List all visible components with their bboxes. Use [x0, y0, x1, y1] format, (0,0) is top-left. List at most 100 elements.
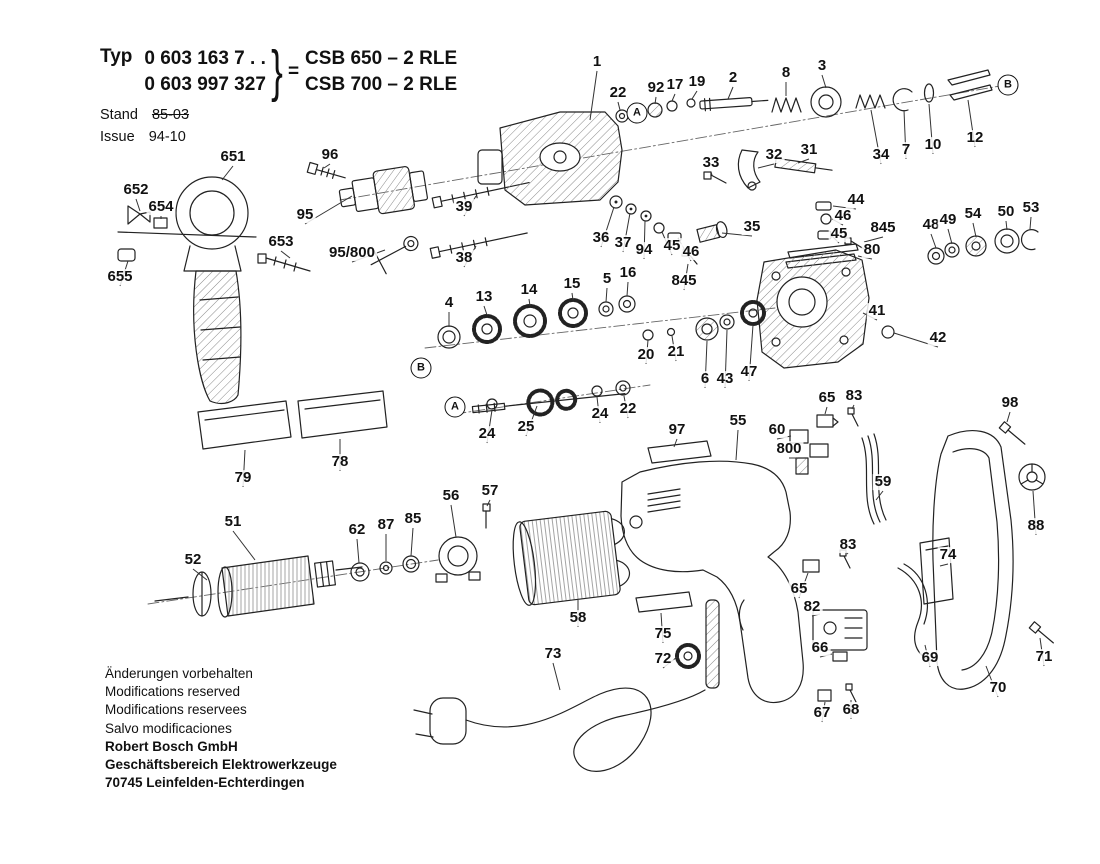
gear-housing-art: [756, 249, 895, 369]
part-label-16: 16: [617, 264, 639, 282]
part-label-70: 70: [987, 679, 1009, 697]
part-label-75: 75: [652, 625, 674, 643]
part-label-654: 654: [146, 198, 176, 216]
part-label-94: 94: [633, 241, 655, 259]
part-label-54: 54: [962, 205, 984, 223]
part-label-24: 24: [589, 405, 611, 423]
ref-marker-A: A: [626, 102, 648, 124]
selector-knob-art: [696, 221, 728, 243]
stand-row: Stand 85-03: [100, 107, 457, 123]
gear-train-art: [437, 295, 766, 349]
spindle-parts-art: [615, 69, 993, 123]
part-label-65: 65: [816, 389, 838, 407]
part-label-42: 42: [927, 329, 949, 347]
part-label-57: 57: [479, 482, 501, 500]
part-label-651: 651: [218, 148, 248, 166]
ref-marker-A: A: [444, 396, 466, 418]
part-label-44: 44: [845, 191, 867, 209]
part-label-82: 82: [801, 598, 823, 616]
part-label-97: 97: [666, 421, 688, 439]
model-names: CSB 650 – 2 RLE CSB 700 – 2 RLE: [305, 46, 457, 97]
footer-note-en: Modifications reserved: [105, 684, 241, 700]
part-label-68: 68: [840, 701, 862, 719]
part-label-10: 10: [922, 136, 944, 154]
part-label-33: 33: [700, 154, 722, 172]
housing-cover-art: [919, 421, 1054, 690]
company-city: 70745 Leinfelden-Echterdingen: [105, 775, 305, 791]
part-label-95: 95: [294, 206, 316, 224]
part-label-88: 88: [1025, 517, 1047, 535]
part-label-83: 83: [843, 387, 865, 405]
part-label-845: 845: [868, 219, 898, 237]
part-label-87: 87: [375, 516, 397, 534]
part-label-12: 12: [964, 129, 986, 147]
part-label-22: 22: [607, 84, 629, 102]
part-label-72: 72: [652, 650, 674, 668]
part-label-1: 1: [590, 53, 604, 71]
issue-row: Issue 94-10: [100, 129, 457, 145]
part-label-71: 71: [1033, 648, 1055, 666]
part-label-49: 49: [937, 211, 959, 229]
footer-block: Änderungen vorbehalten Modifications res…: [105, 666, 337, 793]
issue-label: Issue: [100, 129, 135, 146]
model-name-1: CSB 650 – 2 RLE: [305, 48, 458, 69]
part-label-65: 65: [788, 580, 810, 598]
part-label-58: 58: [567, 609, 589, 627]
stator-art: [512, 510, 631, 606]
part-label-17: 17: [664, 76, 686, 94]
electronics-art: [789, 407, 932, 703]
brace-glyph: }: [271, 39, 283, 103]
part-label-96: 96: [319, 146, 341, 164]
type-code-2: 0 603 997 327: [144, 73, 266, 95]
screw-96-art: [306, 161, 346, 179]
type-code-1: 0 603 163 7 . .: [144, 48, 266, 69]
power-cord-art: [413, 687, 706, 772]
ref-marker-B: B: [997, 74, 1019, 96]
part-label-13: 13: [473, 288, 495, 306]
part-label-38: 38: [453, 249, 475, 267]
part-label-652: 652: [121, 181, 151, 199]
part-label-7: 7: [899, 141, 913, 159]
part-label-5: 5: [600, 270, 614, 288]
part-label-56: 56: [440, 487, 462, 505]
plate-75-art: [635, 591, 693, 613]
part-label-653: 653: [266, 233, 296, 251]
part-label-78: 78: [329, 453, 351, 471]
spindle-axis-line: [339, 85, 1001, 201]
part-label-69: 69: [919, 649, 941, 667]
part-label-19: 19: [686, 73, 708, 91]
type-codes-row: Typ 0 603 163 7 . . 0 603 997 327 } = CS…: [100, 39, 457, 103]
part-label-62: 62: [346, 521, 368, 539]
part-label-59: 59: [872, 473, 894, 491]
type-codes: 0 603 163 7 . . 0 603 997 327: [144, 46, 266, 97]
part-label-15: 15: [561, 275, 583, 293]
title-block: Typ 0 603 163 7 . . 0 603 997 327 } = CS…: [100, 39, 457, 145]
part-label-43: 43: [714, 370, 736, 388]
part-label-52: 52: [182, 551, 204, 569]
part-label-4: 4: [442, 294, 456, 312]
part-label-60: 60: [766, 421, 788, 439]
part-label-20: 20: [635, 346, 657, 364]
chuck-art: [338, 166, 428, 215]
part-label-51: 51: [222, 513, 244, 531]
part-label-47: 47: [738, 363, 760, 381]
screw-38-art: [429, 232, 528, 259]
part-label-53: 53: [1020, 199, 1042, 217]
part-label-25: 25: [515, 418, 537, 436]
part-label-2: 2: [726, 69, 740, 87]
aux-handle-art: [117, 176, 311, 405]
part-label-14: 14: [518, 281, 540, 299]
part-label-50: 50: [995, 203, 1017, 221]
part-label-39: 39: [453, 198, 475, 216]
part-label-6: 6: [698, 370, 712, 388]
part-label-74: 74: [937, 546, 959, 564]
part-label-80: 80: [861, 241, 883, 259]
equals-glyph: =: [287, 60, 300, 82]
part-label-66: 66: [809, 639, 831, 657]
bearing-bracket-art: [435, 503, 491, 583]
countershaft-art: [471, 380, 631, 417]
gearbox-housing-art: [477, 111, 623, 206]
part-label-46: 46: [680, 243, 702, 261]
